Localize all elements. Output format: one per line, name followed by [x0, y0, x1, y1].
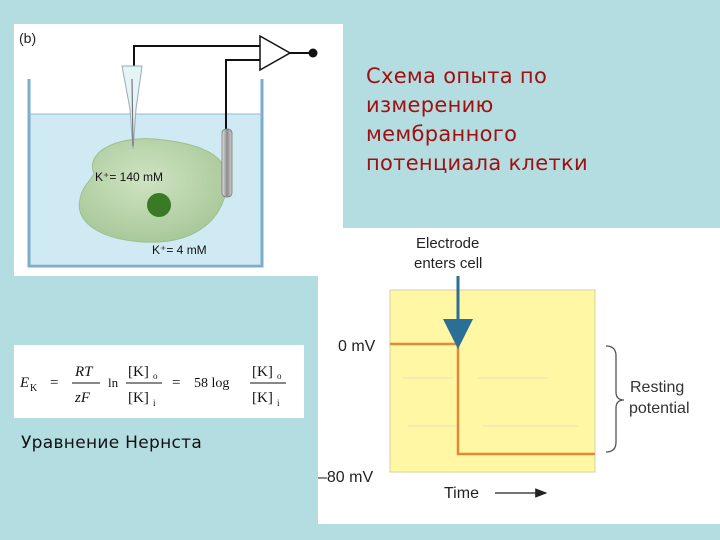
zero-mv-label: 0 mV [338, 338, 376, 355]
cell [78, 138, 228, 243]
neg-80-mv-label: –80 mV [318, 469, 373, 486]
k-inside-label: K⁺= 140 mM [95, 170, 163, 184]
title-line: измерению [366, 93, 494, 117]
arrow-label-line-1: Electrode [416, 235, 479, 252]
experiment-diagram: (b) K⁺= 140 mM K⁺= 4 mM [19, 30, 318, 268]
eq-k-o-1: [K] [128, 364, 149, 380]
eq-lhs-sub: K [30, 383, 38, 394]
eq-sub-o-2: o [277, 371, 282, 381]
eq-ln: ln [108, 375, 119, 390]
voltage-trace [390, 342, 595, 456]
amplifier-icon [259, 34, 292, 72]
wire-pipette [133, 40, 267, 66]
experiment-diagram-panel: (b) K⁺= 140 mM K⁺= 4 mM [14, 24, 343, 276]
slide-title: Схема опыта по измерению мембранного пот… [366, 62, 696, 178]
eq-equals-2: = [172, 375, 180, 391]
potential-trace: Electrode enters cell 0 mV –80 mV Time R… [318, 235, 690, 502]
reference-electrode [221, 128, 233, 198]
panel-label: (b) [19, 30, 36, 46]
bath-container [27, 79, 264, 268]
title-line: потенциала клетки [366, 151, 588, 175]
eq-lhs: E [19, 375, 29, 391]
trace-noise [403, 377, 578, 427]
nernst-equation: E K = RT zF ln [K] o [K] i = 58 log [K] … [19, 364, 286, 408]
nucleus [147, 193, 171, 217]
eq-zf: zF [74, 390, 91, 406]
eq-k-i-2: [K] [252, 390, 273, 406]
resting-bracket [605, 345, 625, 453]
title-line: мембранного [366, 122, 518, 146]
eq-sub-i-2: i [277, 398, 280, 408]
eq-rt: RT [74, 364, 94, 380]
nernst-equation-panel: E K = RT zF ln [K] o [K] i = 58 log [K] … [14, 345, 304, 418]
resting-potential-panel: Electrode enters cell 0 mV –80 mV Time R… [318, 228, 720, 524]
time-label: Time [444, 485, 479, 502]
k-outside-label: K⁺= 4 mM [152, 243, 207, 257]
eq-sub-o-1: o [153, 371, 158, 381]
title-line: Схема опыта по [366, 64, 548, 88]
output-terminal [308, 48, 318, 58]
eq-sub-i-1: i [153, 398, 156, 408]
equation-caption: Уравнение Нернста [21, 433, 203, 453]
eq-equals-1: = [50, 375, 58, 391]
bracket-label-line-1: Resting [630, 379, 684, 396]
recording-area [390, 290, 595, 472]
bracket-label-line-2: potential [629, 400, 690, 417]
arrow-label-line-2: enters cell [414, 255, 482, 272]
recording-frame [389, 289, 596, 473]
pipette-wire [131, 78, 134, 147]
eq-k-i-1: [K] [128, 390, 149, 406]
eq-k-o-2: [K] [252, 364, 273, 380]
eq-coef: 58 log [194, 376, 229, 391]
